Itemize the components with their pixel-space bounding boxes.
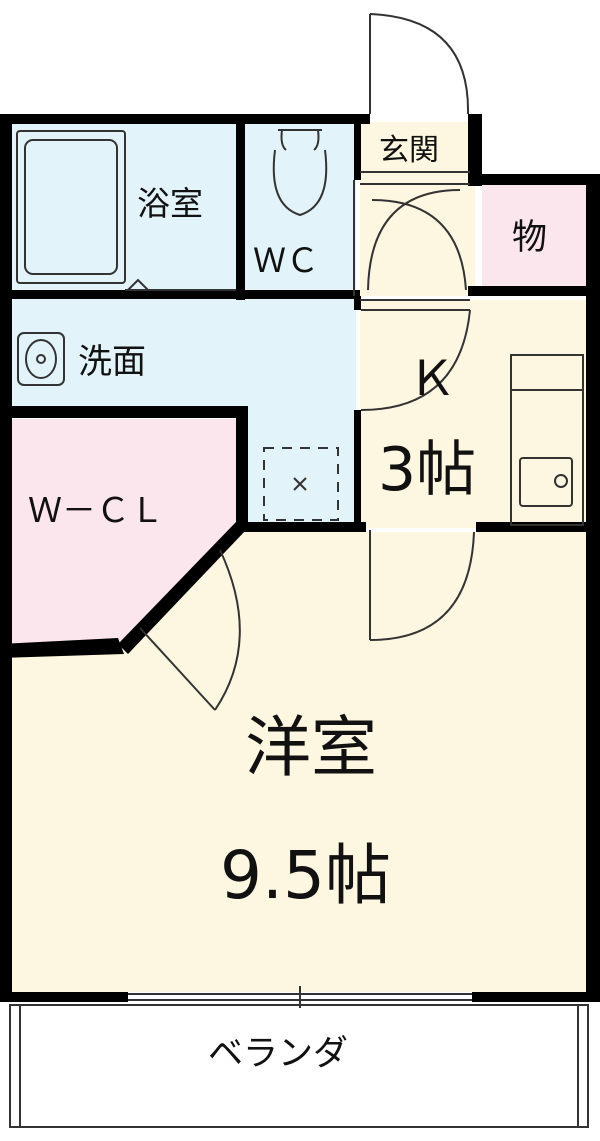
- wash-basin: [17, 332, 65, 386]
- western-name-label: 洋室: [245, 709, 377, 786]
- wall-bottom-right: [472, 992, 600, 1002]
- wall-bottom-left: [0, 992, 128, 1002]
- entrance-door-swing2: [371, 199, 467, 291]
- wall-closet-right: [236, 406, 248, 530]
- closet-door-leaf: [139, 627, 216, 711]
- wall-top-storage: [468, 174, 600, 185]
- entrance-label: 玄関: [379, 133, 439, 168]
- kitchen-door-swing: [360, 309, 471, 411]
- wall-top-left: [0, 114, 370, 124]
- toilet-bowl: [272, 149, 328, 217]
- closet-label: Ｗ－ＣＬ: [28, 491, 164, 531]
- wall-closet-diag: [118, 522, 246, 654]
- washer-x2: [293, 477, 307, 491]
- wall-wash-closet-top: [0, 406, 248, 418]
- sink-drain: [554, 474, 568, 488]
- storage-label: 物: [512, 218, 548, 258]
- wall-right: [586, 174, 600, 1000]
- wash-drain: [36, 354, 46, 364]
- balcony-fill: [12, 1002, 586, 1130]
- western-fill: [12, 532, 586, 992]
- closet-door-swing: [214, 549, 241, 711]
- washroom-fill: [12, 297, 356, 528]
- wall-wash-kitchen: [354, 296, 361, 310]
- bath-label: 浴室: [137, 184, 203, 223]
- kitchen-fill: [360, 300, 586, 528]
- walls: [0, 114, 600, 1002]
- fixtures: [9, 13, 589, 1128]
- wall-wc-entrance: [354, 114, 361, 180]
- wall-left: [0, 114, 12, 1000]
- front-door-swing: [369, 13, 470, 115]
- kitchen-sink: [519, 457, 573, 507]
- wash-bowl: [25, 339, 57, 379]
- toilet-seat: [280, 129, 320, 151]
- kitchen-counter: [510, 354, 584, 526]
- wall-kitchen-west: [236, 522, 366, 532]
- wall-top-right: [468, 114, 482, 186]
- wc-label: ＷＣ: [253, 241, 319, 280]
- wall-closet-diag-bottom: [0, 638, 124, 658]
- balcony-label: ベランダ: [208, 1034, 349, 1074]
- washroom-label: 洗面: [78, 342, 146, 382]
- bath-step: [127, 278, 149, 291]
- wall-wash-kitchen-low: [354, 410, 361, 530]
- kitchen-name-label: Ｋ: [408, 351, 457, 407]
- storage-fill: [482, 183, 586, 288]
- bathtub-inner: [24, 139, 118, 275]
- wc-fill: [244, 122, 356, 294]
- room-fills: [12, 122, 586, 1130]
- western-size-label: 9.5帖: [220, 837, 391, 914]
- wall-bath-wc: [236, 114, 245, 300]
- kitchen-size-label: 3帖: [378, 435, 477, 505]
- bathtub: [16, 130, 126, 284]
- closet-fill: [12, 419, 237, 648]
- entrance-door-swing1: [367, 189, 461, 291]
- wall-kitchen-west2: [476, 522, 600, 532]
- wall-storage-bottom: [468, 286, 600, 296]
- washer-space: [263, 447, 339, 521]
- wall-bath-wash: [0, 290, 360, 299]
- balcony-rail: [9, 1004, 589, 1128]
- western-door-swing: [369, 530, 475, 641]
